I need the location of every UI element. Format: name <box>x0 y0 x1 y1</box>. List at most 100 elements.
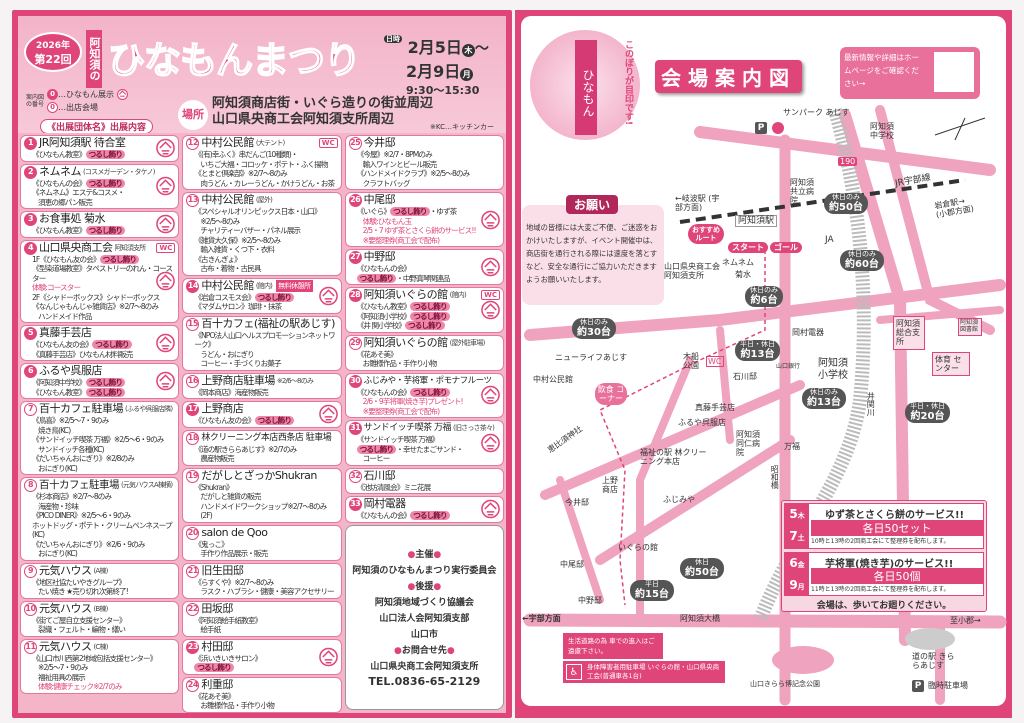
parking-bubble: 平日約15台 <box>630 580 674 601</box>
venue-name: 田坂邸 <box>201 601 233 615</box>
map-label: 岡村電器 <box>792 328 824 337</box>
venue-number: 4 <box>24 241 37 255</box>
exhibit-line: 体験:ひなもん玉 <box>362 216 412 226</box>
venue-label: 場所 <box>178 100 208 130</box>
venue-name: JR阿知須駅 待合室 <box>39 136 126 150</box>
venue-name: ふじみや・芋将軍・ポモナフルーツ <box>363 375 492 386</box>
exhibit-line: ハンドメイドワークショップ※2/7～8のみ(2F) <box>200 501 327 521</box>
walking-route <box>599 250 766 606</box>
venue-name: 中村公民館 <box>201 193 254 207</box>
exhibit-line: 《阿知須絵手紙教室》 <box>194 615 262 625</box>
exhibit-line: コーヒー <box>362 454 391 463</box>
tsurushi-tag: つるし飾り <box>405 321 445 330</box>
venue-name: 真藤手芸店 <box>39 326 92 340</box>
exhibit-line: おにぎり(KC) <box>38 463 78 473</box>
venue-number: 28 <box>348 289 362 302</box>
venue-number: 26 <box>348 194 362 207</box>
exhibit-line: たい焼き ★売り切れ次第終了! <box>38 587 129 596</box>
venue-sub: (屋外駐車場) <box>449 338 486 347</box>
venue-name: 阿知須いぐらの館 <box>363 335 449 349</box>
venue-name: 元気ハウス <box>39 563 92 577</box>
venue-name: 石川邸 <box>363 468 396 482</box>
exhibit-line: 裂織・フェルト・編物・繕い <box>38 625 126 634</box>
map-label: ←岐波駅 (宇部方面) <box>675 194 720 213</box>
exhibit-line: 《岡本商店》海産物販売 <box>194 387 269 397</box>
tsurushi-tag: つるし飾り <box>85 226 126 235</box>
venue-number: 10 <box>24 602 37 616</box>
map-label: 福祉の駅 林クリーニング本店 <box>640 448 707 467</box>
exhibit-line: 《Shukran》 <box>194 482 233 492</box>
exhibit-line: 《PICO DINER》※2/5～6・9のみ <box>32 511 131 520</box>
wc-marker: WC <box>706 356 724 368</box>
tsurushi-tag: つるし飾り <box>254 416 295 425</box>
exhibit-line: 《ネムネム》エステ&コスメ・ <box>32 188 125 197</box>
exhibit-line: 《サンドイッチ喫茶 万福》※2/5～6・9のみ <box>32 435 164 444</box>
parking-icon: P <box>912 680 924 692</box>
map-label: 万福 <box>784 442 800 451</box>
parking-bubble: 休日のみ約13台 <box>802 388 846 409</box>
exhibit-line: だがしと雑貨の販売 <box>200 492 261 501</box>
exhibit-line: つるし飾り <box>186 663 336 673</box>
exhibit-line: 《サンドイッチ喫茶 万福》 <box>356 435 440 444</box>
venue-number: 27 <box>348 251 362 264</box>
exhibit-line: 焼き鳥(KC) <box>38 425 71 435</box>
phone-number: TEL.0836-65-2129 <box>368 674 481 688</box>
hinamon-exhibit-icon <box>156 214 176 234</box>
map-label: 上野 商店 <box>602 476 618 495</box>
tsurushi-tag: つるし飾り <box>410 511 450 520</box>
exhibit-line: 《雑貨大久保》※2/5～8のみ <box>194 235 281 245</box>
venue-number: 11 <box>24 640 37 654</box>
hinamon-exhibit-icon <box>116 89 128 100</box>
tsurushi-tag: つるし飾り <box>356 444 397 454</box>
venue-number: 12 <box>186 137 200 150</box>
exhibit-line: 《だいちゃんおにぎり》※2/8のみ <box>32 454 135 463</box>
exhibit-line: ※要整理券(商工会で配布) <box>362 406 440 416</box>
venue-name: 上野商店 <box>201 402 244 416</box>
hinamon-exhibit-icon <box>481 385 500 405</box>
venue-number: 18 <box>186 431 200 445</box>
exhibit-line: 《ひなもんの会》つるし飾り <box>24 178 174 189</box>
accessible-parking-note: ♿ 身体障害者用駐車場 いぐらの館・山口県央商工会(普通車各1台) <box>563 661 725 683</box>
venue-number: 32 <box>348 469 362 483</box>
qr-code[interactable] <box>934 52 974 92</box>
venue-number: 3 <box>24 213 37 226</box>
venue-name: 百十カフェ駐車場 <box>39 479 120 492</box>
map-label: 阿知須大橋 <box>680 614 720 623</box>
tsurushi-tag: つるし飾り <box>254 292 295 302</box>
venue-number: 31 <box>348 422 362 435</box>
map-label: ←宇部方面 <box>522 614 561 623</box>
place-prefix: 阿知須の <box>86 30 102 88</box>
venue-number: 16 <box>186 374 200 388</box>
exhibit-line: 《ひなもん教室》つるし飾り <box>24 226 174 236</box>
exhibit-line: 《今屋》※2/7・8PMのみ <box>356 150 433 159</box>
tsurushi-tag: つるし飾り <box>410 302 450 311</box>
weekday-badge: 木 <box>461 44 475 57</box>
venue-number: 13 <box>186 194 200 207</box>
exhibit-line: 手作り作品展示・販売 <box>200 549 268 558</box>
map-label: 道の駅 きららあじす <box>912 652 955 671</box>
parking-bubble: 平日・休日約20台 <box>905 402 950 423</box>
exhibit-line: 《いぐら》つるし飾り・ゆず茶 <box>356 207 457 216</box>
road <box>694 126 996 176</box>
park-photo <box>772 646 834 674</box>
road <box>523 613 1007 629</box>
venue-name: 中村公民館 <box>201 278 254 292</box>
exhibit-line: ホットドッグ・ポテト・クリームペンネスープ(KC) <box>32 520 173 540</box>
exhibit-line: 《阿知須小学校》つるし飾り <box>349 311 499 322</box>
exhibit-line: 《ひなもん教室》つるし飾り <box>24 387 174 398</box>
venue-name: 上野商店駐車場 <box>201 373 275 387</box>
tsurushi-tag: つるし飾り <box>410 387 450 397</box>
map-label: 山口きらら博記念公園 <box>750 680 820 688</box>
parking-bubble: 休日のみ約60台 <box>840 250 884 271</box>
